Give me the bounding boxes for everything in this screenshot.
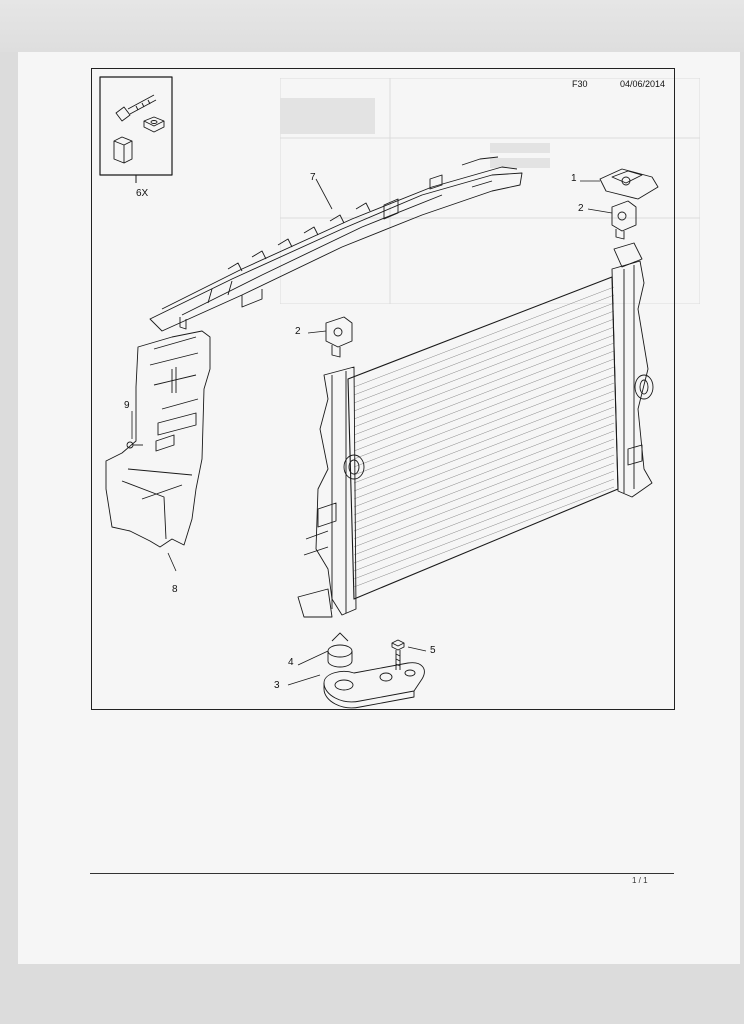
lower-mount-insulator [327,632,353,668]
upper-mount-bracket [599,168,659,200]
nut-icon [143,116,165,133]
bolt-icon [115,94,157,122]
leader-lines [131,180,613,686]
mount-rubber-left [325,316,353,358]
clip-9-icon [126,441,143,449]
callout-5: 5 [430,645,436,656]
callout-2-left: 2 [295,326,301,337]
radiator [297,242,654,618]
bolt-5-icon [391,639,405,670]
bleed-through-ghost [280,78,700,304]
footer-rule [90,873,674,874]
callout-2-upper: 2 [578,203,584,214]
kit-quantity-label: 6X [136,188,149,199]
mount-rubber-upper [611,200,637,240]
callout-8: 8 [172,584,178,595]
parts-diagram-frame [91,68,675,710]
radiator-exploded-view [99,76,659,709]
fastener-kit-box [99,76,173,176]
callout-7: 7 [310,172,316,183]
diagram-date: 04/06/2014 [620,79,666,89]
callout-9: 9 [124,400,130,411]
figure-code: F30 [572,79,588,89]
callout-1: 1 [571,173,577,184]
lower-bracket [323,662,425,709]
upper-air-baffle [149,156,523,332]
side-air-deflector [105,330,211,548]
callout-4: 4 [288,657,294,668]
scan-border-top [0,0,744,52]
page-indicator: 1 / 1 [632,876,648,885]
callout-3: 3 [274,680,280,691]
spacer-icon [113,136,133,164]
